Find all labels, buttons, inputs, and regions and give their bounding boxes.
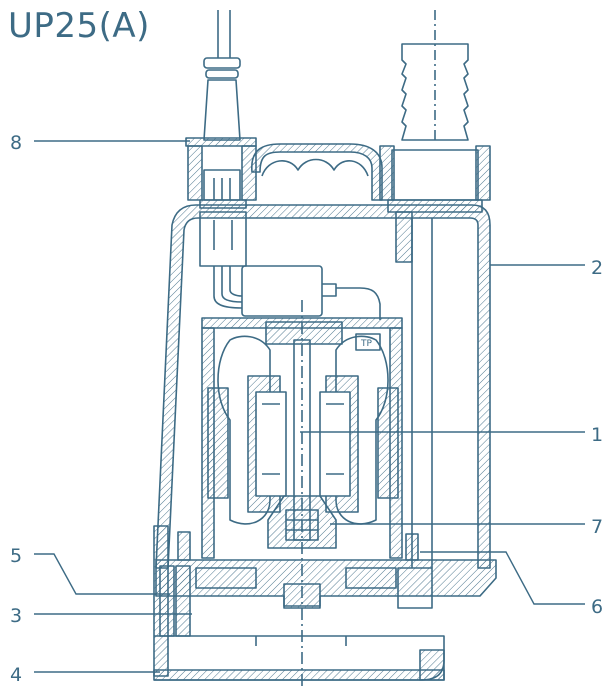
callout-3: 3 [10, 605, 22, 627]
callout-8: 8 [10, 132, 22, 154]
callout-1: 1 [591, 424, 603, 446]
pump-body [155, 559, 497, 609]
power-cable [203, 10, 241, 141]
pump-base [153, 525, 445, 681]
callout-6: 6 [591, 596, 603, 618]
plate-label: TP [360, 339, 372, 349]
callout-7: 7 [591, 516, 603, 538]
outer-housing [155, 204, 491, 569]
control-box [213, 265, 381, 320]
motor-stator [207, 335, 399, 525]
mechanical-seal [267, 495, 337, 549]
motor-shaft [293, 300, 311, 686]
leader-lines [34, 140, 585, 673]
callout-4: 4 [10, 664, 22, 686]
callout-5: 5 [10, 545, 22, 567]
carry-handle [251, 143, 383, 201]
callout-2: 2 [591, 257, 603, 279]
discharge-outlet [379, 10, 491, 263]
diagram-title: UP25(A) [8, 6, 150, 46]
cable-gland [185, 137, 257, 267]
